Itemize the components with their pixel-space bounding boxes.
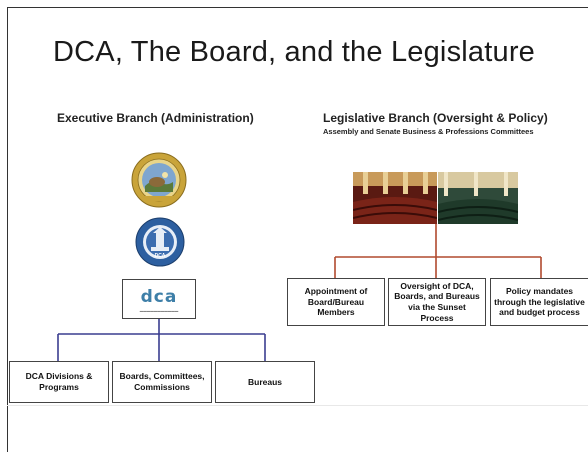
policy-mandates-box: Policy mandates through the legislative …: [490, 278, 588, 326]
appointment-box: Appointment of Board/Bureau Members: [287, 278, 385, 326]
bureaus-box: Bureaus: [215, 361, 315, 403]
dca-logo-tagline: ▬▬▬▬▬▬▬▬▬▬▬: [139, 309, 179, 313]
divider: [7, 405, 588, 406]
appointment-label: Appointment of Board/Bureau Members: [304, 286, 368, 318]
boards-committees-label: Boards, Committees, Commissions: [119, 371, 205, 392]
page-title: DCA, The Board, and the Legislature: [52, 36, 536, 68]
boards-committees-box: Boards, Committees, Commissions: [112, 361, 212, 403]
legislative-branch-heading: Legislative Branch (Oversight & Policy): [323, 111, 548, 125]
policy-mandates-label: Policy mandates through the legislative …: [494, 286, 585, 318]
slide-frame: [7, 7, 588, 452]
dca-logo-text: dca: [140, 287, 178, 307]
assembly-chamber-photo: [353, 172, 437, 224]
oversight-box: Oversight of DCA, Boards, and Bureaus vi…: [388, 278, 486, 326]
senate-chamber-photo: [438, 172, 518, 224]
executive-branch-heading: Executive Branch (Administration): [57, 111, 254, 125]
dca-divisions-label: DCA Divisions & Programs: [25, 371, 93, 392]
state-seal-icon: [131, 152, 187, 208]
dca-divisions-box: DCA Divisions & Programs: [9, 361, 109, 403]
dca-logo-box: dca ▬▬▬▬▬▬▬▬▬▬▬: [122, 279, 196, 319]
svg-text:DCA: DCA: [155, 253, 166, 259]
legislative-branch-subheading: Assembly and Senate Business & Professio…: [323, 127, 534, 136]
executive-connectors: [57, 319, 266, 361]
legislative-connectors: [334, 224, 542, 278]
dca-seal-icon: DCA: [135, 217, 185, 267]
bureaus-label: Bureaus: [247, 376, 282, 387]
oversight-label: Oversight of DCA, Boards, and Bureaus vi…: [394, 280, 480, 323]
